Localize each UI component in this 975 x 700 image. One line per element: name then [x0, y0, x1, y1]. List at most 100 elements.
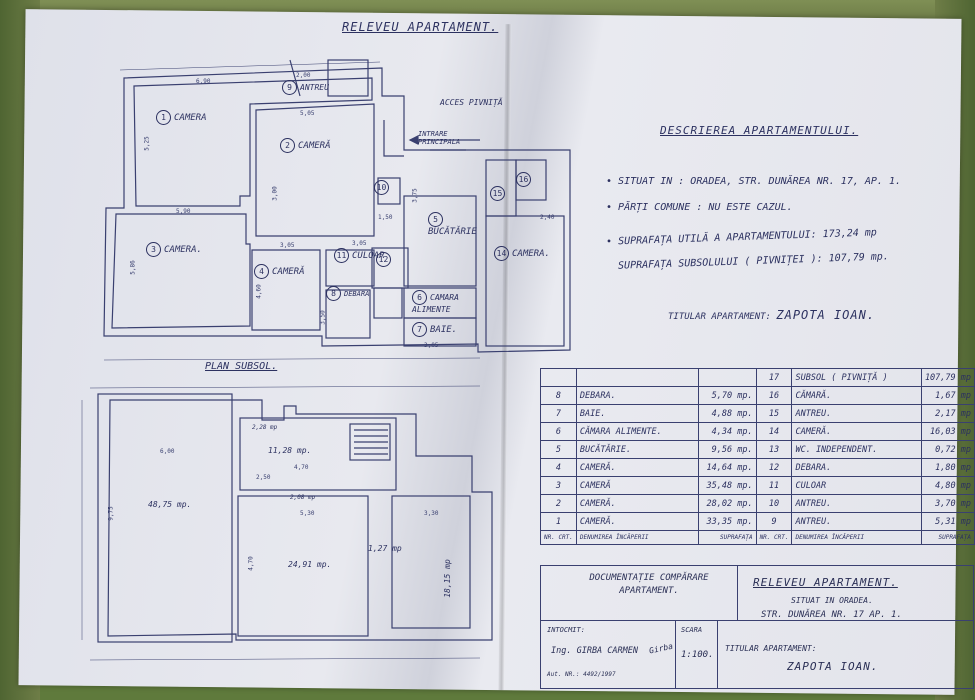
table-cell: 5: [540, 440, 577, 459]
floor-room-5-name: BUCĂTĂRIE: [428, 227, 477, 237]
room-2-outline: [255, 103, 375, 237]
table-cell: 12: [755, 458, 793, 477]
floor-room-5: 5BUCĂTĂRIE: [428, 212, 478, 237]
room-1-outline: [133, 77, 373, 207]
floor-room-8-name: DEBARA: [344, 290, 370, 298]
table-cell: 1,67 mp: [920, 386, 975, 405]
table-cell: ANTREU.: [791, 494, 922, 513]
table-cell: 5,31 mp: [920, 512, 975, 531]
basement-dim-1: 6,00: [160, 448, 175, 455]
dim-5: 5,90: [176, 208, 191, 215]
table-header-area: SUPRAFAȚA: [698, 530, 757, 545]
room-8-outline: [325, 289, 371, 339]
dim-11: 1,50: [378, 214, 393, 221]
floor-room-4-num: 4: [254, 264, 269, 279]
basement-room-d: [391, 495, 471, 629]
floor-room-2-num: 2: [280, 138, 295, 153]
basement-area-6: 2,28 mp: [252, 424, 278, 431]
table-header-name-2: DENUMIREA ÎNCĂPERII: [791, 530, 922, 545]
table-cell: 35,48 mp.: [698, 476, 757, 495]
table-cell: DEBARA.: [575, 386, 700, 405]
floor-room-1-num: 1: [156, 110, 171, 125]
floor-room-11-name: CULOAR: [352, 251, 385, 261]
table-cell: [575, 368, 700, 387]
dim-6: 5,86: [129, 260, 137, 275]
dim-14: 2,40: [540, 214, 555, 221]
dim-8: 4,60: [255, 284, 263, 299]
table-cell: 0,72 mp: [920, 440, 975, 459]
plan-subsol-label: PLAN SUBSOL.: [205, 361, 278, 372]
floor-room-9-name: ANTREU: [300, 83, 329, 92]
basement-dim-5: 3,30: [424, 510, 439, 517]
floor-room-3-name: CAMERA.: [164, 245, 202, 255]
dim-12: 3,05: [352, 240, 367, 247]
table-cell: ANTREU.: [791, 512, 922, 531]
dim-4: 5,25: [143, 136, 151, 151]
description-titular-name: ZAPOTA IOAN.: [776, 308, 876, 322]
table-cell: 7: [540, 404, 577, 423]
basement-room-b: [239, 417, 397, 491]
dim-9: 3,05: [424, 342, 439, 349]
table-cell: 10: [755, 494, 793, 513]
title-block: DOCUMENTAȚIE COMPĂRARE APARTAMENT. RELEV…: [540, 565, 974, 689]
floor-room-8-num: 8: [326, 286, 341, 301]
table-cell: ANTREU.: [791, 404, 922, 423]
room-5-outline: [403, 195, 477, 287]
table-cell: 6: [540, 422, 577, 441]
table-cell: 33,35 mp.: [698, 512, 757, 531]
description-titular-label: TITULAR APARTAMENT:: [668, 312, 771, 322]
floor-room-6-num: 6: [412, 290, 427, 305]
table-cell: CAMERĂ: [575, 476, 700, 495]
floor-room-1-name: CAMERA: [174, 113, 207, 123]
basement-dim-3: 2,50: [256, 474, 271, 481]
dim-3: 5,05: [300, 110, 315, 117]
floor-room-6-name: CAMARA ALIMENTE: [412, 293, 459, 314]
table-header-area-2: SUPRAFAȚA: [920, 530, 975, 545]
table-cell: 1: [540, 512, 577, 531]
title-block-divider-v1: [675, 620, 676, 688]
stair-line: [289, 59, 301, 97]
basement-area-5: 18,15 mp: [442, 559, 452, 598]
table-header-name: DENUMIREA ÎNCĂPERII: [575, 530, 700, 545]
table-cell: 4,80 mp: [920, 476, 975, 495]
basement-area-7: 2,08 mp: [290, 494, 316, 501]
room-14-outline: [485, 215, 565, 347]
title-block-signature: Girba: [648, 641, 674, 656]
room-3-outline: [111, 213, 251, 329]
table-cell: CĂMARA ALIMENTE.: [575, 422, 700, 441]
title-block-doc: DOCUMENTAȚIE COMPĂRARE APARTAMENT.: [589, 573, 709, 596]
dim-15: 3,00: [271, 186, 279, 201]
floor-room-13: 10: [374, 180, 392, 195]
room-9-stair: [327, 59, 369, 97]
table-cell: 16,03 mp: [920, 422, 975, 441]
basement-dim-4: 5,30: [300, 510, 315, 517]
room-7-outline: [403, 317, 477, 347]
table-cell: 13: [755, 440, 793, 459]
title-block-titular-value: ZAPOTA IOAN.: [787, 660, 879, 673]
basement-area-4: 1,27 mp: [368, 544, 402, 553]
basement-dim-6: 9,75: [107, 506, 115, 521]
table-cell: 4,34 mp.: [698, 422, 757, 441]
table-cell: 1,80 mp: [920, 458, 975, 477]
floor-room-9-num: 9: [282, 80, 297, 95]
basement-room-c: [237, 495, 369, 637]
table-cell: [698, 368, 757, 387]
floor-room-16-num: 16: [516, 172, 531, 187]
floor-room-15: 15: [490, 186, 508, 201]
table-cell: 5,70 mp.: [698, 386, 757, 405]
table-cell: WC. INDEPENDENT.: [791, 440, 922, 459]
